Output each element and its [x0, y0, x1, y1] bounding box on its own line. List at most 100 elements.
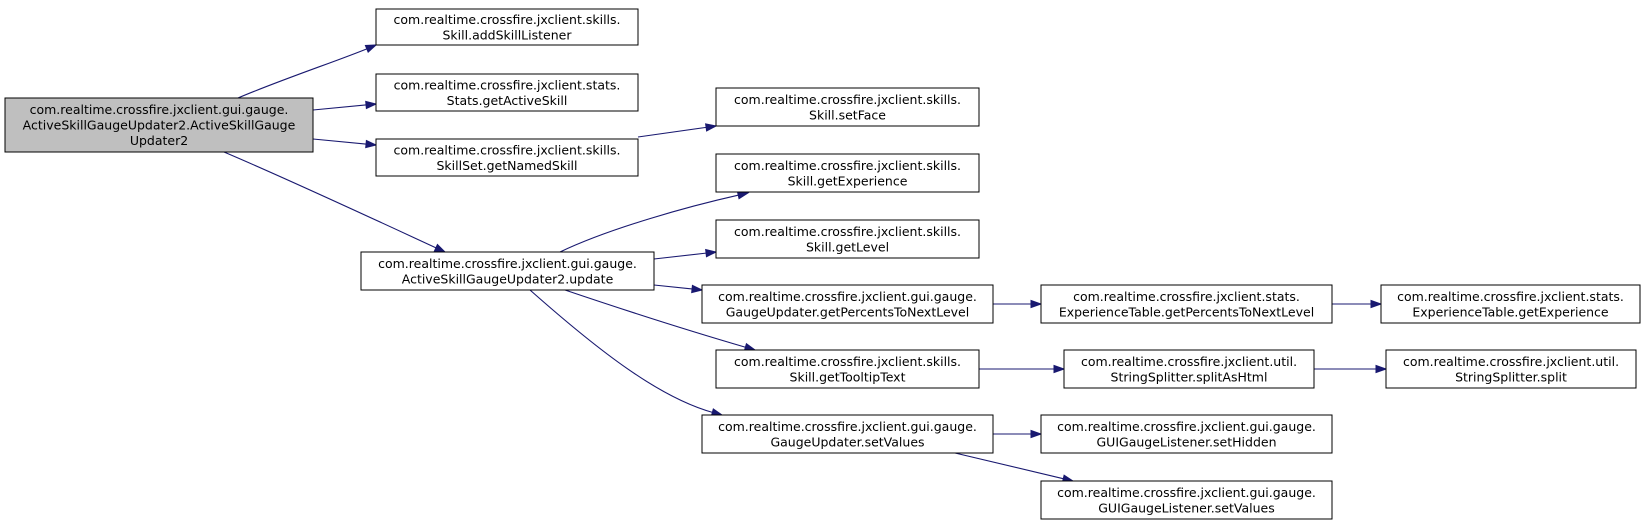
arrowhead-icon — [1053, 364, 1066, 374]
edge-line — [954, 452, 1065, 480]
edge-line — [653, 252, 708, 260]
arrowhead-icon — [705, 248, 718, 258]
edge-update-to-getLevel — [653, 248, 718, 260]
node-root[interactable]: com.realtime.crossfire.jxclient.gui.gaug… — [4, 97, 314, 153]
edges-layer — [223, 44, 1388, 483]
node-label-line: com.realtime.crossfire.jxclient.gui.gaug… — [718, 289, 977, 304]
edge-line — [312, 138, 368, 145]
node-box — [1040, 414, 1333, 454]
node-getLevel[interactable]: com.realtime.crossfire.jxclient.skills.S… — [715, 219, 980, 259]
node-box — [1040, 284, 1333, 324]
node-box — [1040, 480, 1333, 520]
node-label-line: Skill.getLevel — [806, 239, 889, 254]
arrowhead-icon — [1370, 299, 1383, 309]
node-box — [715, 349, 980, 389]
edge-line — [559, 194, 740, 253]
node-label-line: com.realtime.crossfire.jxclient.gui.gaug… — [1057, 485, 1316, 500]
arrowhead-icon — [1030, 299, 1043, 309]
node-label-line: com.realtime.crossfire.jxclient.skills. — [734, 354, 961, 369]
edge-update-to-getPercentsToNextLevel — [653, 284, 704, 294]
node-getTooltipText[interactable]: com.realtime.crossfire.jxclient.skills.S… — [715, 349, 980, 389]
node-label-line: GaugeUpdater.getPercentsToNextLevel — [726, 304, 969, 319]
node-label-line: com.realtime.crossfire.jxclient.gui.gaug… — [1057, 419, 1316, 434]
node-label-line: GaugeUpdater.setValues — [770, 434, 924, 449]
node-getNamedSkill[interactable]: com.realtime.crossfire.jxclient.skills.S… — [375, 138, 639, 177]
node-box — [715, 153, 980, 193]
node-getPercentsToNextLevel[interactable]: com.realtime.crossfire.jxclient.gui.gaug… — [701, 284, 994, 324]
node-label-line: Skill.getExperience — [788, 173, 908, 188]
node-getExperience[interactable]: com.realtime.crossfire.jxclient.skills.S… — [715, 153, 980, 193]
node-box — [701, 284, 994, 324]
node-box — [360, 251, 655, 291]
node-box — [4, 97, 314, 153]
node-label-line: com.realtime.crossfire.jxclient.skills. — [394, 12, 621, 27]
node-box — [1063, 349, 1315, 389]
node-label-line: StringSplitter.splitAsHtml — [1111, 369, 1268, 384]
edge-getPercentsToNextLevel-to-expTablePercents — [993, 299, 1043, 309]
node-label-line: com.realtime.crossfire.jxclient.stats. — [394, 77, 621, 92]
node-getActiveSkill[interactable]: com.realtime.crossfire.jxclient.stats.St… — [375, 73, 639, 112]
arrowhead-icon — [1030, 429, 1043, 439]
node-label-line: com.realtime.crossfire.jxclient.skills. — [734, 92, 961, 107]
node-setHidden[interactable]: com.realtime.crossfire.jxclient.gui.gaug… — [1040, 414, 1333, 454]
node-box — [375, 73, 639, 112]
node-label-line: ActiveSkillGaugeUpdater2.update — [402, 271, 614, 286]
node-label-line: Skill.setFace — [809, 107, 886, 122]
node-addSkillListener[interactable]: com.realtime.crossfire.jxclient.skills.S… — [375, 8, 639, 46]
edge-gaugeSetValues-to-setHidden — [993, 429, 1043, 439]
node-label-line: ExperienceTable.getExperience — [1412, 304, 1609, 319]
node-label-line: com.realtime.crossfire.jxclient.skills. — [734, 158, 961, 173]
node-label-line: com.realtime.crossfire.jxclient.gui.gaug… — [30, 102, 289, 117]
node-label-line: SkillSet.getNamedSkill — [436, 158, 577, 173]
node-update[interactable]: com.realtime.crossfire.jxclient.gui.gaug… — [360, 251, 655, 291]
node-label-line: GUIGaugeListener.setHidden — [1097, 434, 1277, 449]
edge-update-to-gaugeSetValues — [529, 289, 724, 417]
node-expTableGetExperience[interactable]: com.realtime.crossfire.jxclient.stats.Ex… — [1380, 284, 1641, 324]
node-gaugeSetValues[interactable]: com.realtime.crossfire.jxclient.gui.gaug… — [701, 414, 994, 454]
edge-splitAsHtml-to-split — [1314, 364, 1388, 374]
node-label-line: com.realtime.crossfire.jxclient.stats. — [1073, 289, 1300, 304]
node-box — [375, 138, 639, 177]
node-label-line: StringSplitter.split — [1455, 369, 1567, 384]
node-label-line: ExperienceTable.getPercentsToNextLevel — [1059, 304, 1314, 319]
node-label-line: Stats.getActiveSkill — [447, 93, 568, 108]
node-label-line: Skill.getTooltipText — [790, 369, 906, 384]
node-setFace[interactable]: com.realtime.crossfire.jxclient.skills.S… — [715, 87, 980, 127]
edge-line — [312, 104, 368, 111]
nodes-layer: com.realtime.crossfire.jxclient.gui.gaug… — [4, 8, 1641, 520]
node-label-line: com.realtime.crossfire.jxclient.gui.gaug… — [718, 419, 977, 434]
edge-getTooltipText-to-splitAsHtml — [979, 364, 1066, 374]
edge-root-to-getNamedSkill — [312, 138, 378, 149]
node-splitAsHtml[interactable]: com.realtime.crossfire.jxclient.util.Str… — [1063, 349, 1315, 389]
node-box — [1380, 284, 1641, 324]
node-expTablePercents[interactable]: com.realtime.crossfire.jxclient.stats.Ex… — [1040, 284, 1333, 324]
edge-line — [529, 289, 714, 414]
node-label-line: GUIGaugeListener.setValues — [1098, 500, 1274, 515]
arrowhead-icon — [433, 243, 447, 253]
arrowhead-icon — [736, 191, 750, 200]
node-split[interactable]: com.realtime.crossfire.jxclient.util.Str… — [1385, 349, 1637, 389]
edge-expTablePercents-to-expTableGetExperience — [1332, 299, 1383, 309]
arrowhead-icon — [705, 123, 718, 132]
node-label-line: ActiveSkillGaugeUpdater2.ActiveSkillGaug… — [23, 118, 296, 133]
edge-root-to-addSkillListener — [237, 44, 378, 99]
node-label-line: com.realtime.crossfire.jxclient.gui.gaug… — [378, 256, 637, 271]
edge-root-to-getActiveSkill — [312, 100, 378, 111]
edge-line — [564, 289, 747, 349]
edge-getNamedSkill-to-setFace — [637, 123, 718, 138]
node-box — [1385, 349, 1637, 389]
node-label-line: com.realtime.crossfire.jxclient.skills. — [734, 224, 961, 239]
edge-line — [223, 151, 438, 249]
arrowhead-icon — [1375, 364, 1388, 374]
node-listenerSetValues[interactable]: com.realtime.crossfire.jxclient.gui.gaug… — [1040, 480, 1333, 520]
node-label-line: com.realtime.crossfire.jxclient.util. — [1081, 354, 1297, 369]
node-label-line: Skill.addSkillListener — [443, 27, 573, 42]
edge-line — [653, 284, 694, 290]
node-box — [375, 8, 639, 46]
edge-update-to-getTooltipText — [564, 289, 757, 352]
node-box — [715, 219, 980, 259]
arrowhead-icon — [364, 44, 378, 54]
node-label-line: com.realtime.crossfire.jxclient.stats. — [1397, 289, 1624, 304]
node-label-line: com.realtime.crossfire.jxclient.skills. — [394, 142, 621, 157]
